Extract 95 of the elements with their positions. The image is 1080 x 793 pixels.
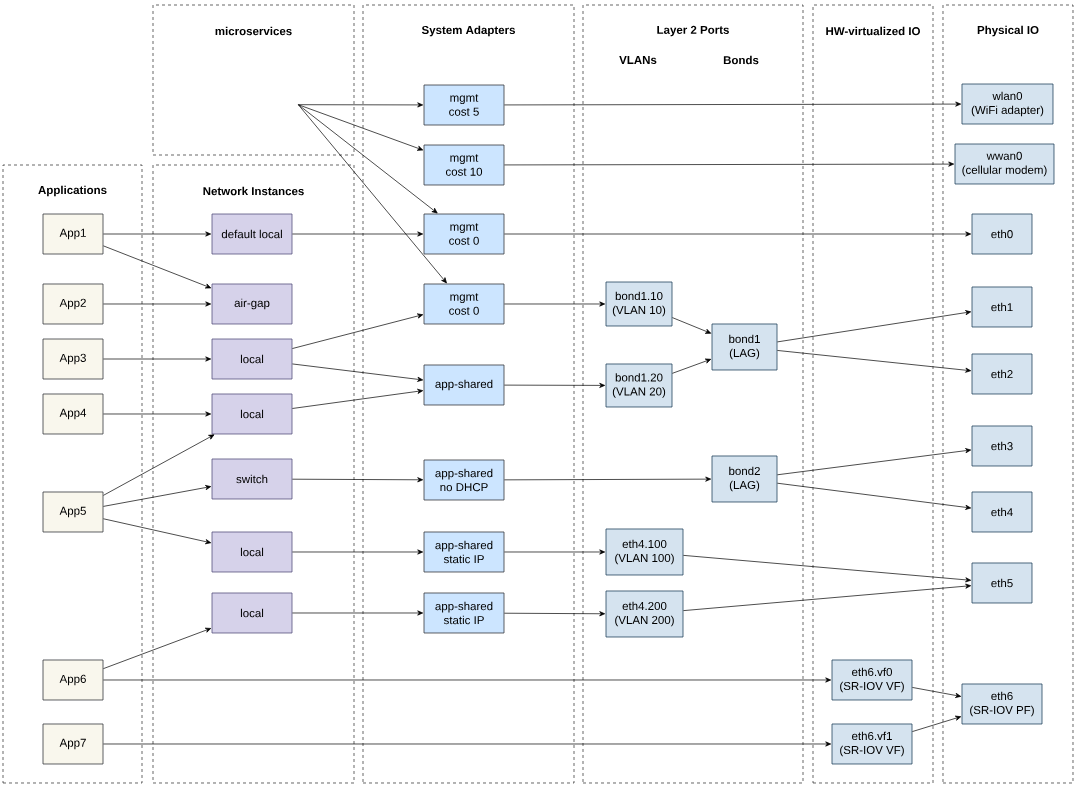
arrow	[292, 363, 424, 382]
arrow	[504, 611, 606, 617]
lane-heading: Layer 2 Ports	[657, 25, 729, 37]
arrow	[103, 356, 212, 362]
arrow	[504, 101, 962, 107]
arrow	[672, 358, 712, 374]
interface-box: eth0	[971, 213, 1033, 255]
column-heading: Bonds	[723, 55, 759, 65]
app-box: App4	[42, 393, 104, 435]
interface-box: wwan0 (cellular modem)	[954, 143, 1055, 185]
arrow	[292, 610, 424, 616]
arrow	[504, 301, 606, 307]
arrow	[777, 448, 972, 476]
arrow	[103, 434, 215, 496]
arrow	[297, 104, 447, 284]
interface-box: eth4.200 (VLAN 200)	[605, 590, 684, 638]
arrow	[504, 231, 972, 237]
arrow	[292, 231, 424, 237]
arrow	[103, 518, 212, 545]
arrow	[103, 301, 212, 307]
app-box: App6	[42, 659, 104, 701]
interface-box: eth6 (SR-IOV PF)	[961, 683, 1043, 725]
arrow	[683, 555, 972, 583]
column-heading: VLANs	[619, 56, 657, 64]
dashed-lane	[362, 4, 575, 784]
arrow	[103, 677, 832, 683]
interface-box: wlan0 (WiFi adapter)	[961, 83, 1054, 125]
app-box: App2	[42, 283, 104, 325]
network-instance-box: local	[211, 393, 293, 435]
arrow	[672, 317, 712, 334]
dashed-lane	[812, 4, 934, 784]
arrow	[103, 627, 212, 669]
app-box: App1	[42, 213, 104, 255]
network-instance-box: local	[211, 531, 293, 573]
app-box: App5	[42, 491, 104, 533]
interface-box: eth1	[971, 286, 1033, 328]
interface-box: eth6.vf1 (SR-IOV VF)	[831, 723, 913, 765]
network-instance-box: switch	[211, 458, 293, 500]
arrow	[292, 477, 424, 483]
arrow	[292, 388, 424, 409]
interface-box: bond1 (LAG)	[711, 323, 778, 371]
arrow	[504, 549, 606, 555]
lane-heading: Network Instances	[203, 186, 304, 196]
arrow	[777, 310, 972, 343]
network-instance-box: default local	[211, 213, 293, 255]
adapter-box: app-shared static IP	[423, 531, 505, 573]
arrow	[297, 102, 424, 108]
adapter-box: mgmt cost 10	[423, 144, 505, 186]
interface-box: eth4.100 (VLAN 100)	[605, 528, 684, 576]
arrow	[103, 485, 212, 507]
interface-box: eth5	[971, 562, 1033, 604]
adapter-box: mgmt cost 0	[423, 283, 505, 325]
network-instance-box: air-gap	[211, 283, 293, 325]
arrow	[504, 161, 955, 167]
arrow	[777, 350, 972, 373]
network-instance-box: local	[211, 592, 293, 634]
adapter-box: mgmt cost 5	[423, 84, 505, 126]
arrow	[504, 382, 606, 388]
app-box: App3	[42, 338, 104, 380]
adapter-box: app-shared no DHCP	[423, 459, 505, 501]
dashed-lane	[2, 164, 143, 784]
network-instance-box: local	[211, 338, 293, 380]
interface-box: eth4	[971, 491, 1033, 533]
lane-heading: Applications	[38, 185, 107, 197]
arrow	[292, 313, 424, 349]
arrow	[912, 715, 962, 732]
dashed-lane	[152, 4, 355, 156]
lane-heading: HW-virtualized IO	[826, 26, 920, 36]
lane-heading: microservices	[215, 26, 292, 36]
interface-box: bond1.10 (VLAN 10)	[605, 281, 673, 327]
dashed-lane	[152, 164, 355, 784]
interface-box: bond2 (LAG)	[711, 455, 778, 503]
interface-box: bond1.20 (VLAN 20)	[605, 363, 673, 408]
interface-box: eth6.vf0 (SR-IOV VF)	[831, 659, 913, 701]
arrow	[103, 245, 212, 289]
adapter-box: app-shared static IP	[423, 592, 505, 634]
interface-box: eth2	[971, 353, 1033, 395]
adapter-box: app-shared	[423, 364, 505, 406]
arrow	[103, 411, 212, 417]
lane-heading: Physical IO	[977, 25, 1039, 37]
lane-heading: System Adapters	[421, 25, 515, 37]
arrow	[683, 583, 972, 611]
arrow	[297, 104, 438, 214]
dashed-lane	[582, 4, 804, 784]
arrow	[103, 741, 832, 747]
arrow	[297, 104, 424, 151]
arrow	[103, 231, 212, 237]
interface-box: eth3	[971, 425, 1033, 467]
arrow	[912, 687, 962, 698]
arrow	[504, 476, 712, 482]
arrow	[777, 482, 972, 510]
app-box: App7	[42, 723, 104, 765]
dashed-lane	[942, 4, 1074, 784]
arrow	[292, 549, 424, 555]
adapter-box: mgmt cost 0	[423, 213, 505, 255]
